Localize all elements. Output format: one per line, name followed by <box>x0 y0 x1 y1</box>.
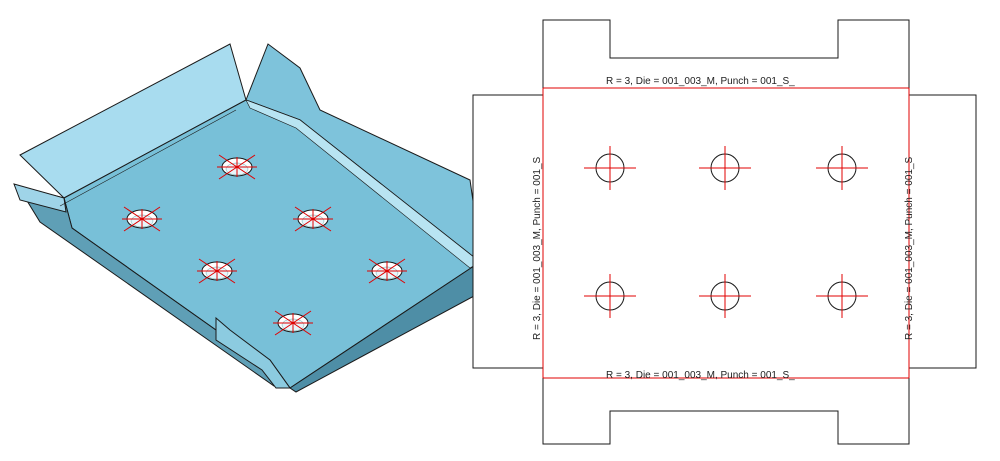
flat-pattern-drawing[interactable]: R = 3, Die = 001_003_M, Punch = 001_S_ R… <box>472 19 977 445</box>
sheet-metal-tray-3d[interactable] <box>13 43 506 393</box>
bend-note-bottom: R = 3, Die = 001_003_M, Punch = 001_S_ <box>606 370 795 381</box>
tray-inner-edge <box>71 227 217 331</box>
bend-note-top: R = 3, Die = 001_003_M, Punch = 001_S_ <box>606 76 795 87</box>
hole-flat[interactable] <box>584 274 636 318</box>
flat-pattern-outline <box>472 19 977 445</box>
hole-3d[interactable] <box>197 258 237 284</box>
hole-flat[interactable] <box>816 274 868 318</box>
hole-3d[interactable] <box>293 206 333 232</box>
hole-flat[interactable] <box>816 146 868 190</box>
bend-note-right: R = 3, Die = 001_003_M, Punch = 001_S <box>904 156 915 340</box>
bend-note-left: R = 3, Die = 001_003_M, Punch = 001_S <box>532 156 543 340</box>
tray-bend-highlight <box>245 99 481 269</box>
hole-flat[interactable] <box>699 274 751 318</box>
tray-inner-edge-2 <box>59 109 237 207</box>
tray-front-corner-tab <box>215 316 291 389</box>
hole-3d[interactable] <box>367 258 407 284</box>
hole-flat[interactable] <box>699 146 751 190</box>
hole-flat[interactable] <box>584 146 636 190</box>
hole-3d[interactable] <box>217 154 257 180</box>
tray-left-tab <box>13 183 67 213</box>
hole-3d[interactable] <box>122 206 162 232</box>
hole-3d[interactable] <box>273 310 313 336</box>
